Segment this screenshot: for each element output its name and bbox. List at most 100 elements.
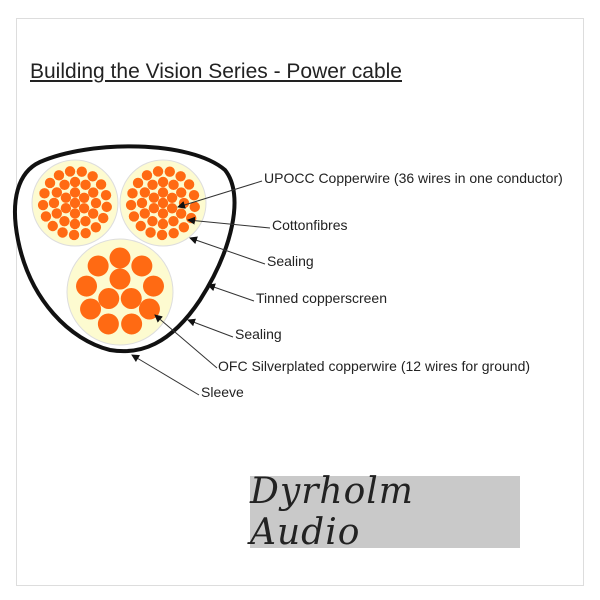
upocc-wire: [186, 212, 197, 224]
ofc-wire: [121, 313, 143, 335]
upocc-wire: [148, 203, 160, 214]
ofc-wire: [109, 268, 131, 290]
upocc-wire: [175, 208, 187, 219]
upocc-wire: [88, 187, 99, 198]
upocc-wire: [100, 189, 112, 201]
leader-sleeve: [131, 354, 200, 396]
upocc-wire: [157, 208, 169, 219]
label-sleeve: Sleeve: [201, 384, 244, 400]
upocc-wire: [176, 187, 187, 198]
upocc-wire: [166, 192, 178, 203]
upocc-wire: [64, 166, 76, 177]
label-sealing-inner: Sealing: [267, 253, 314, 269]
leader-screen: [207, 283, 255, 302]
leader-lines: [131, 180, 271, 396]
label-ofc: OFC Silverplated copperwire (12 wires fo…: [218, 358, 531, 374]
upocc-wire: [69, 187, 81, 198]
upocc-wire: [57, 227, 68, 238]
leader-upocc: [177, 180, 263, 209]
upocc-wire: [157, 176, 169, 188]
upocc-wire: [139, 208, 150, 219]
upocc-wire: [40, 211, 52, 222]
upocc-wire: [147, 179, 158, 190]
upocc-wire: [101, 201, 112, 213]
upocc-wire: [87, 171, 98, 182]
upocc-wire: [183, 179, 195, 190]
upocc-wire: [168, 216, 179, 227]
logo-text: Dyrholm Audio: [250, 471, 414, 553]
label-upocc: UPOCC Copperwire (36 wires in one conduc…: [264, 170, 563, 186]
upocc-wire: [59, 179, 70, 190]
image-frame: [16, 18, 584, 586]
upocc-wire: [175, 171, 186, 182]
upocc-wire: [166, 203, 178, 214]
ofc-wire: [97, 313, 119, 335]
ofc-wire: [80, 298, 102, 320]
upocc-wire: [98, 212, 109, 224]
upocc-wire: [148, 192, 160, 203]
dyrholm-audio-logo: Dyrholm Audio: [250, 471, 520, 553]
upocc-wire: [53, 170, 65, 181]
leader-sealing-inner: [189, 236, 266, 265]
upocc-wire: [76, 166, 87, 177]
upocc-wire: [80, 216, 91, 227]
upocc-wire: [125, 199, 137, 211]
upocc-wire: [69, 197, 81, 209]
upocc-wire: [78, 192, 90, 203]
upocc-wire: [127, 188, 138, 199]
upocc-wire: [95, 179, 107, 190]
leader-sealing-outer: [187, 318, 234, 338]
leader-ofc: [154, 314, 218, 369]
ofc-wire: [98, 288, 120, 309]
upocc-wire: [141, 170, 153, 181]
upocc-wire: [69, 208, 81, 219]
leader-cotton: [187, 216, 271, 229]
upocc-wire: [47, 220, 58, 232]
upocc-wire: [128, 211, 140, 222]
upocc-wire: [39, 188, 50, 199]
upocc-wire: [90, 222, 102, 233]
ofc-wire: [87, 255, 109, 277]
upocc-wire: [139, 187, 151, 198]
upocc-wire: [37, 199, 49, 211]
upocc-wire: [157, 218, 169, 230]
label-tinned-copperscreen: Tinned copperscreen: [256, 290, 388, 306]
upocc-wire: [157, 187, 169, 198]
upocc-wire: [156, 229, 168, 241]
upocc-wire: [69, 176, 81, 188]
upocc-wire: [87, 208, 99, 219]
upocc-wire: [189, 201, 200, 213]
upocc-wire: [178, 222, 190, 233]
upocc-wire: [188, 189, 200, 201]
upocc-wire: [80, 227, 91, 239]
upocc-wire: [59, 215, 70, 227]
ofc-wire: [131, 255, 153, 277]
upocc-wire: [145, 227, 156, 238]
upocc-wire: [48, 197, 60, 209]
label-sealing-outer: Sealing: [235, 326, 282, 342]
upocc-wire: [157, 197, 169, 209]
upocc-wire: [80, 179, 91, 191]
upocc-wire: [152, 166, 164, 177]
upocc-wire: [168, 227, 179, 239]
ofc-wire: [120, 288, 142, 309]
ofc-wire: [109, 247, 131, 269]
ofc-wire: [138, 298, 160, 320]
upocc-wire: [60, 203, 72, 214]
upocc-wire: [135, 220, 146, 232]
label-cottonfibres: Cottonfibres: [272, 217, 348, 233]
upocc-wire: [68, 229, 80, 241]
ofc-wire: [76, 275, 98, 297]
upocc-wire: [132, 177, 144, 189]
diagram-title: Building the Vision Series - Power cable: [30, 60, 402, 83]
upocc-wire: [78, 203, 90, 214]
ofc-wire: [142, 275, 164, 297]
upocc-wire: [69, 218, 81, 230]
upocc-wire: [51, 208, 62, 219]
upocc-wire: [147, 215, 158, 227]
upocc-wire: [168, 179, 179, 191]
upocc-wire: [164, 166, 175, 177]
upocc-wire: [90, 197, 102, 209]
upocc-wire: [44, 177, 56, 189]
